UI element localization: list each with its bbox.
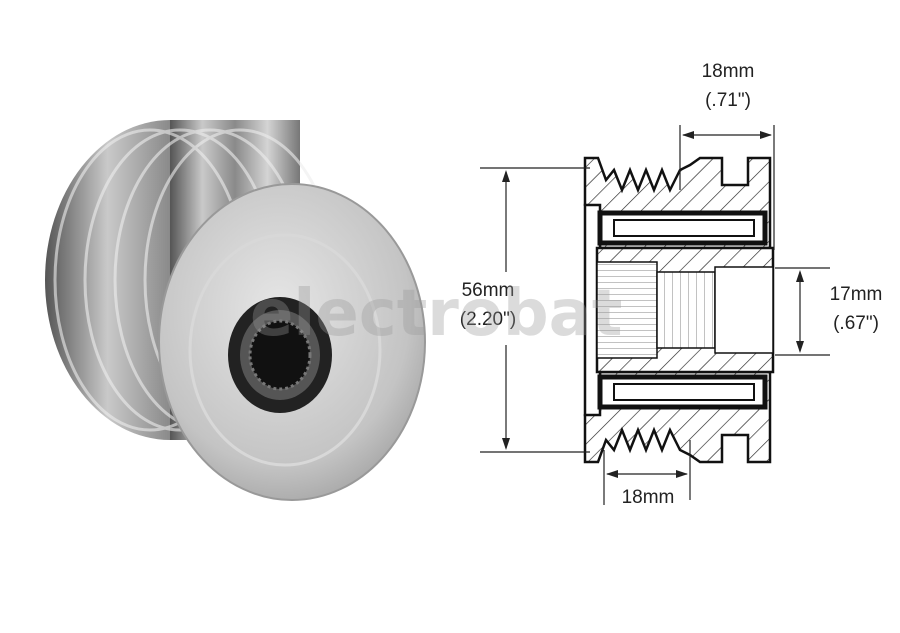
top-width-inch-label: (.71")	[705, 90, 751, 111]
bore-diameter-mm-label: 17mm	[830, 284, 883, 305]
outer-diameter-mm-label: 56mm	[462, 280, 515, 301]
watermark: electrobat	[250, 277, 622, 351]
dimension-lines	[480, 125, 830, 505]
bottom-width-mm-label: 18mm	[622, 487, 675, 508]
bore-diameter-inch-label: (.67")	[833, 313, 879, 334]
pulley-photo	[45, 120, 426, 501]
top-width-mm-label: 18mm	[702, 61, 755, 82]
outer-diameter-inch-label: (2.20")	[460, 309, 516, 330]
cross-section-drawing	[583, 156, 775, 464]
